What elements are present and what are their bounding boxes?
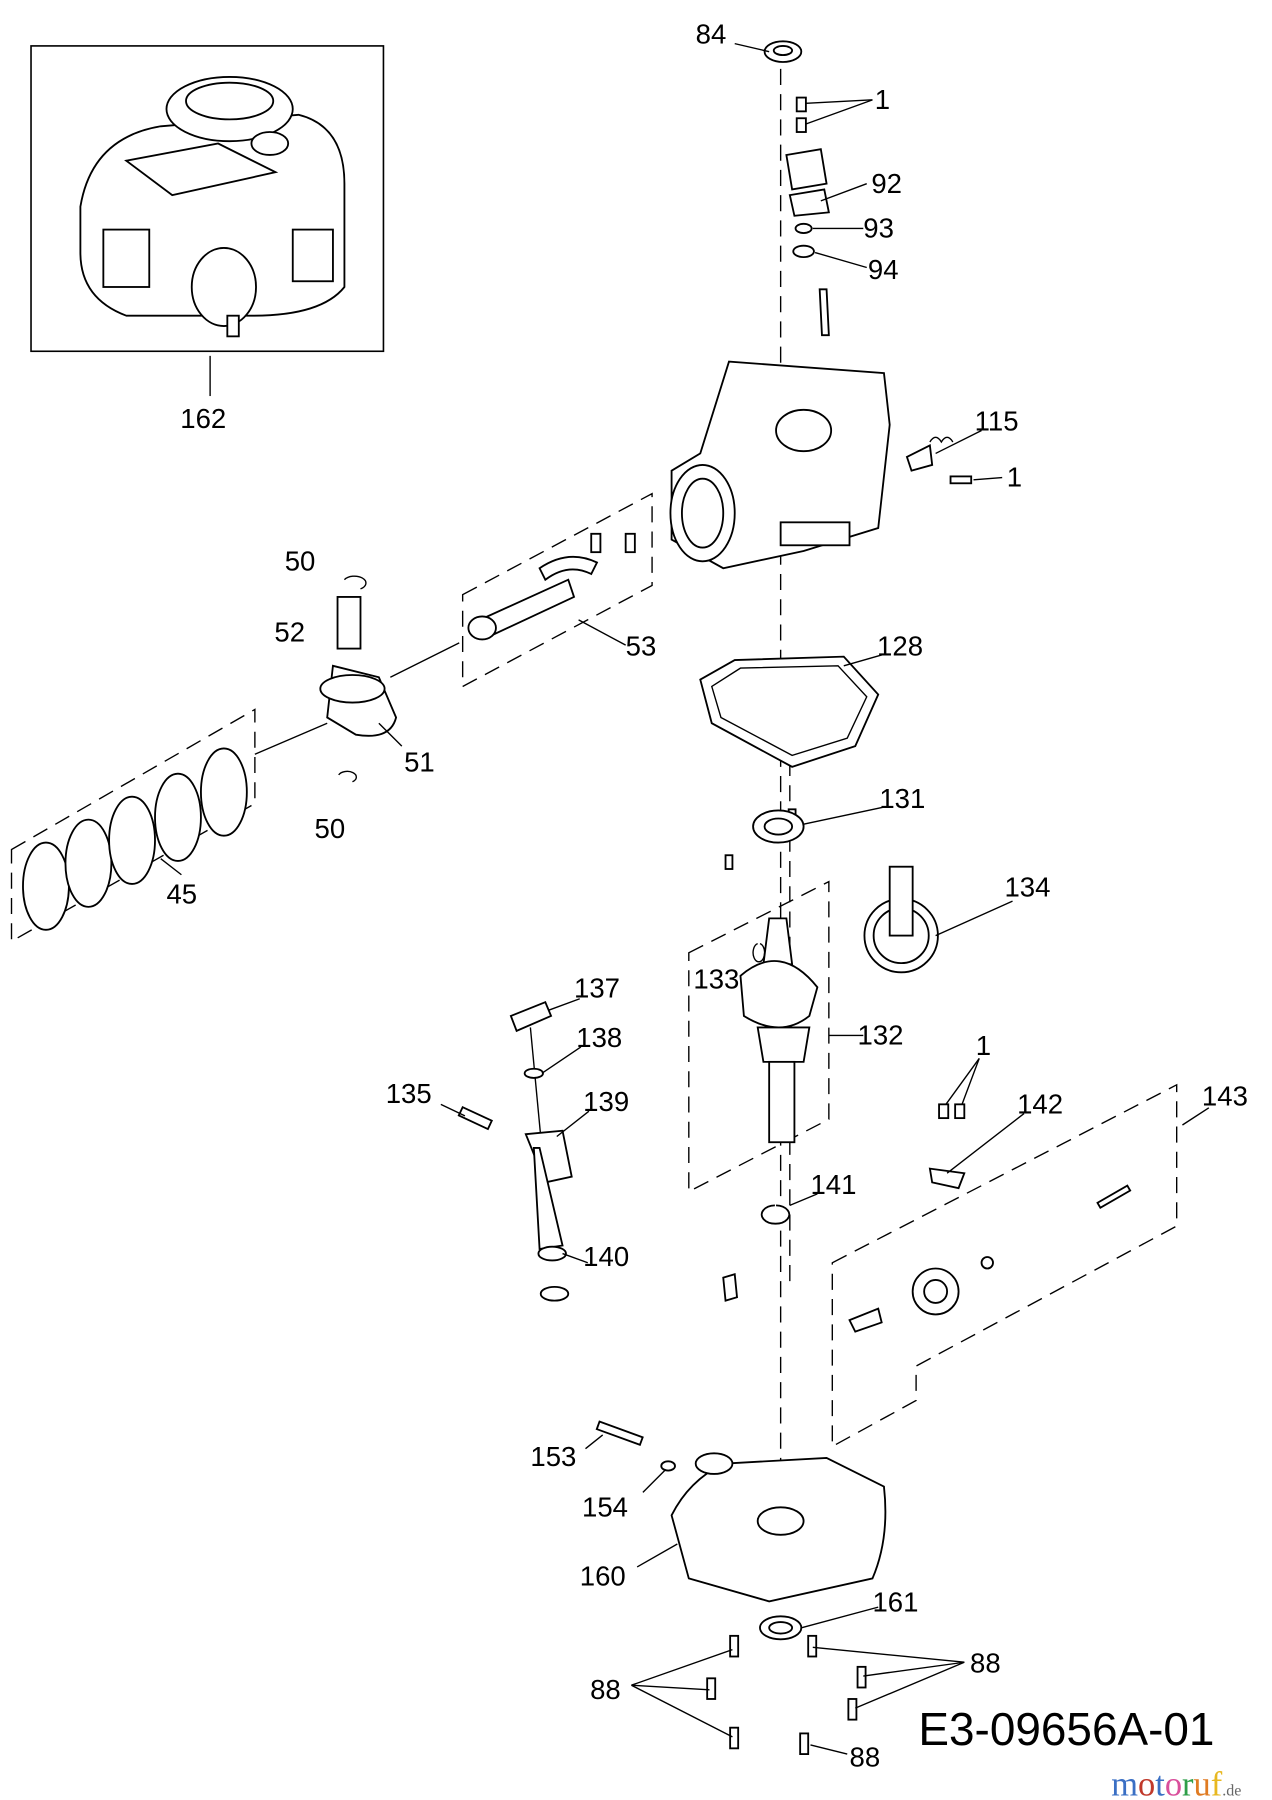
part-callout-162: 162 [180, 403, 226, 434]
cylinder-block [669, 360, 891, 570]
part-callout-153: 153 [530, 1441, 576, 1472]
part-callout-52: 52 [274, 617, 305, 648]
part-callout-141: 141 [810, 1169, 856, 1200]
part-callout-50: 50 [285, 546, 316, 577]
part-callout-132: 132 [858, 1020, 904, 1051]
part-callout-134: 134 [1004, 872, 1050, 903]
part-callout-160: 160 [580, 1560, 626, 1591]
part-callout-88: 88 [970, 1648, 1001, 1679]
part-callout-50: 50 [315, 813, 346, 844]
part-callout-45: 45 [166, 878, 197, 909]
part-callout-1: 1 [1007, 462, 1022, 493]
part-callout-88: 88 [850, 1742, 881, 1773]
part-callout-53: 53 [626, 630, 657, 661]
part-callout-139: 139 [583, 1086, 629, 1117]
part-callout-137: 137 [574, 973, 620, 1004]
part-callout-1: 1 [976, 1030, 991, 1061]
engine-overview-image [30, 45, 385, 353]
part-callout-128: 128 [877, 630, 923, 661]
part-callout-135: 135 [386, 1078, 432, 1109]
part-callout-131: 131 [879, 783, 925, 814]
part-callout-143: 143 [1202, 1080, 1248, 1111]
drawing-number: E3-09656A-01 [918, 1703, 1214, 1755]
part-callout-161: 161 [872, 1587, 918, 1618]
part-callout-1: 1 [875, 84, 890, 115]
part-callout-133: 133 [693, 963, 739, 994]
part-callout-84: 84 [696, 19, 727, 50]
part-callout-154: 154 [582, 1491, 628, 1522]
part-callout-94: 94 [868, 254, 899, 285]
part-callout-88: 88 [590, 1674, 621, 1705]
watermark-logo: motoruf.de [1111, 1765, 1241, 1800]
part-callout-51: 51 [404, 746, 435, 777]
svg-text:motoruf.de: motoruf.de [1111, 1765, 1241, 1800]
part-callout-140: 140 [583, 1241, 629, 1272]
part-callout-115: 115 [975, 405, 1019, 436]
part-callout-93: 93 [863, 213, 894, 244]
part-callout-92: 92 [871, 168, 902, 199]
part-callout-142: 142 [1017, 1089, 1063, 1120]
part-callout-138: 138 [576, 1022, 622, 1053]
crankcase-cover [670, 1452, 887, 1603]
crankshaft [739, 917, 819, 1144]
